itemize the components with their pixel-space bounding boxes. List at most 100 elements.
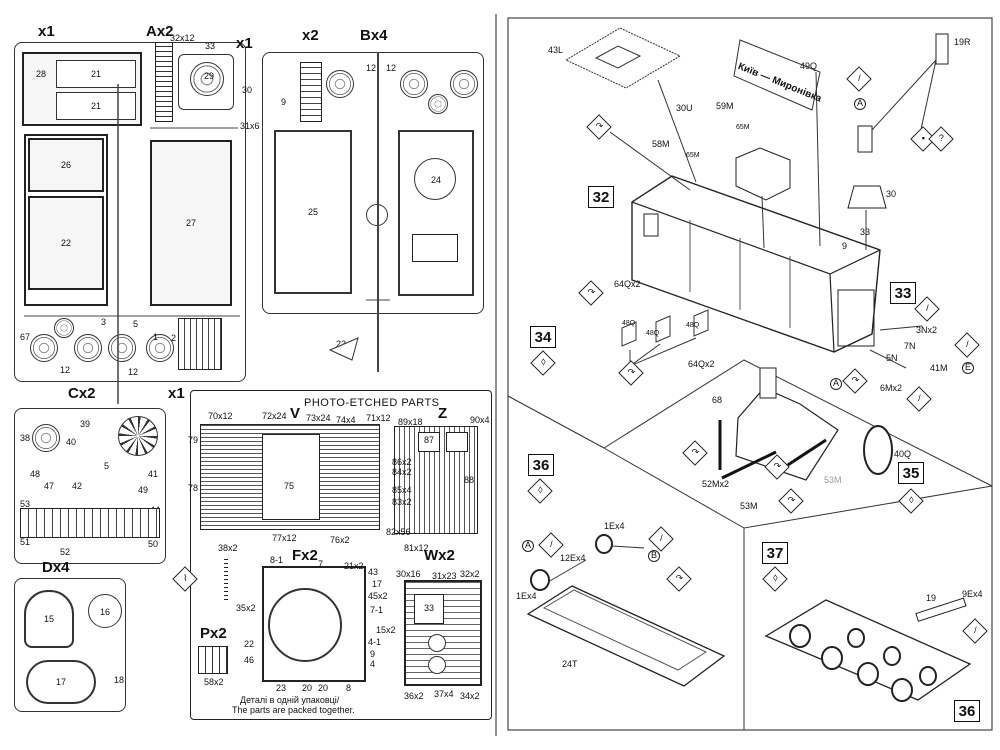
callout-1Ex4-a: 1Ex4 [604,521,625,531]
pe-88: 88 [464,475,475,485]
callout-41M: 41M [930,363,948,373]
sprue-dx4-label: Dx4 [42,559,70,576]
pe-84x2: 84x2 [392,467,412,477]
part-24 [398,130,474,296]
pe-w-disc-2 [428,656,446,674]
pe-33: 33 [424,603,435,613]
step-37: 37 [762,542,788,564]
wheel-4 [146,334,174,362]
pe-22: 22 [244,639,255,649]
pe-83x2: 83x2 [392,497,412,507]
pe-74x4: 74x4 [336,415,356,425]
part-28-label: 28 [36,69,47,79]
pe-4: 4 [370,659,376,669]
sprue-cx2-label: Cx2 [68,385,96,402]
pe-78: 78 [188,483,199,493]
c-label-38: 38 [20,433,31,443]
photo-etched-panel [190,390,492,720]
sprue-frame-cx2 [14,408,166,564]
pe-v-center [262,434,320,520]
part-39-fan [118,416,158,456]
callout-12Ex4: 12Ex4 [560,553,586,563]
c-label-50: 50 [148,539,159,549]
callout-48Q-a: 48Q [622,320,636,327]
pe-9: 9 [370,649,376,659]
pe-8-1: 8-1 [270,555,284,565]
pe-20b: 20 [318,683,329,693]
pe-17: 17 [372,579,383,589]
pe-20a: 20 [302,683,313,693]
pe-38x2: 38x2 [218,543,238,553]
callout-9: 9 [842,241,848,251]
part-22: 22 [28,196,104,290]
pe-32x2: 32x2 [460,569,480,579]
callout-40Q: 40Q [894,449,912,459]
small-parts-column [178,318,222,370]
part-32x12-label: 32x12 [170,33,195,43]
part-25: 25 [274,130,352,294]
callout-53M-b: 53M [824,475,842,485]
pe-46: 46 [244,655,255,665]
pe-f-sheet [262,566,366,682]
pe-87: 87 [424,435,435,445]
pe-81x12: 81x12 [404,543,429,553]
part-21-bottom: 21 [56,92,136,120]
pe-z-87a [418,432,440,452]
pe-85x4: 85x4 [392,485,412,495]
pe-4-1: 4-1 [368,637,382,647]
callout-65M-b: 65M [736,124,750,131]
step-36-bottom: 36 [954,700,980,722]
callout-49Q: 49Q [800,61,818,71]
c-label-39: 39 [80,419,91,429]
pe-75: 75 [284,481,295,491]
part-16 [88,594,122,628]
callout-59M: 59M [716,101,734,111]
pe-30x16: 30x16 [396,569,421,579]
callout-33: 33 [860,227,871,237]
part-12-label-c: 12 [366,63,377,73]
callout-52Mx2: 52Mx2 [702,479,730,489]
pe-w-33 [414,594,444,624]
wheel-1 [30,334,58,362]
pe-89x18: 89x18 [398,417,423,427]
pe-70x12: 70x12 [208,411,233,421]
callout-19: 19 [926,593,937,603]
part-23-label: 23 [336,339,347,349]
part-67-label: 67 [20,332,31,342]
callout-A2: A [830,378,842,390]
part-31x6-label: 31x6 [240,121,260,131]
sprue-x2-label: x2 [302,27,319,44]
callout-6Mx2: 6Mx2 [880,383,903,393]
callout-B: B [648,550,660,562]
wheel-2 [74,334,102,362]
pe-34x2: 34x2 [460,691,480,701]
part-3-label: 3 [101,317,107,327]
pe-82x56: 82x56 [386,527,411,537]
callout-E: E [962,362,974,374]
part-12-label-d: 12 [386,63,397,73]
sprue-frame-x1 [14,42,246,382]
part-29-disc [190,62,224,96]
pe-35x2: 35x2 [236,603,256,613]
pe-z-label: Z [438,405,448,422]
wheel-b2 [400,70,428,98]
pe-7: 7 [318,559,324,569]
c-label-49: 49 [138,485,149,495]
callout-68: 68 [712,395,723,405]
callout-58M: 58M [652,139,670,149]
pe-86x2: 86x2 [392,457,412,467]
sprue-frame-dx4 [14,578,126,712]
step-34: 34 [530,326,556,348]
part-22-frame [24,134,108,306]
part-2-label: 2 [171,333,177,343]
part-12-label-a: 12 [60,365,71,375]
pe-71x12: 71x12 [366,413,391,423]
pe-31x23: 31x23 [432,571,457,581]
pe-fx2-label: Fx2 [292,547,318,564]
c-label-41: 41 [148,469,159,479]
cx2-small-parts [20,508,160,538]
part-12-label-b: 12 [128,367,139,377]
c-label-53: 53 [20,499,31,509]
callout-A: A [854,98,866,110]
